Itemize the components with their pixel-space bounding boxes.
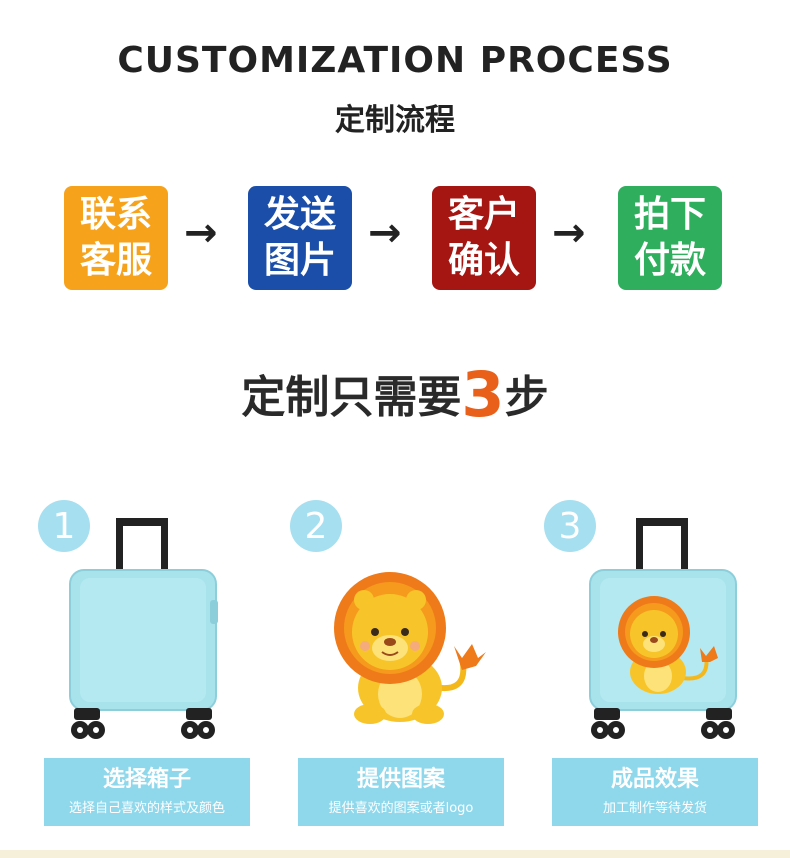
- flow-step-contact-service: 联系 客服: [64, 186, 168, 290]
- step-label-provide-pattern: 提供图案 提供喜欢的图案或者logo: [298, 758, 504, 826]
- suitcase-plain-image: [69, 518, 218, 739]
- flow-step-line1: 发送: [263, 194, 336, 235]
- step-label-title: 成品效果: [610, 767, 699, 792]
- flow-step-line1: 拍下: [633, 194, 706, 235]
- flow-step-line2: 付款: [633, 240, 706, 281]
- suitcase-with-lion-image: [589, 518, 737, 739]
- arrow-right-icon: →: [368, 210, 402, 256]
- headline-before: 定制只需要: [241, 372, 462, 423]
- flow-step-line2: 确认: [447, 240, 520, 281]
- step-label-subtitle: 选择自己喜欢的样式及颜色: [68, 801, 225, 816]
- step-label-finished-product: 成品效果 加工制作等待发货: [552, 758, 758, 826]
- flow-step-customer-confirm: 客户 确认: [432, 186, 536, 290]
- flow-step-line2: 图片: [263, 240, 336, 281]
- flow-step-line1: 客户: [447, 194, 520, 235]
- step-label-subtitle: 提供喜欢的图案或者logo: [328, 801, 474, 816]
- flow-step-send-picture: 发送 图片: [248, 186, 352, 290]
- page-title-english: CUSTOMIZATION PROCESS: [117, 40, 673, 81]
- flow-step-line1: 联系: [79, 194, 152, 235]
- step-number-badge: 3: [544, 500, 596, 552]
- lion-cartoon-image: [334, 572, 486, 724]
- bottom-divider-strip: [0, 850, 790, 858]
- three-steps-headline: 定制只需要3步: [0, 358, 790, 431]
- arrow-right-icon: →: [552, 210, 586, 256]
- step-label-subtitle: 加工制作等待发货: [602, 801, 707, 816]
- step-label-title: 选择箱子: [102, 767, 191, 792]
- step-number-badge: 1: [38, 500, 90, 552]
- step-label-choose-suitcase: 选择箱子 选择自己喜欢的样式及颜色: [44, 758, 250, 826]
- page-title-chinese: 定制流程: [335, 103, 455, 138]
- headline-number: 3: [461, 358, 505, 431]
- step-number-badge: 2: [290, 500, 342, 552]
- headline-after: 步: [504, 372, 549, 423]
- arrow-right-icon: →: [184, 210, 218, 256]
- step-label-title: 提供图案: [356, 767, 445, 792]
- flow-step-place-order: 拍下 付款: [618, 186, 722, 290]
- flow-step-line2: 客服: [79, 240, 152, 281]
